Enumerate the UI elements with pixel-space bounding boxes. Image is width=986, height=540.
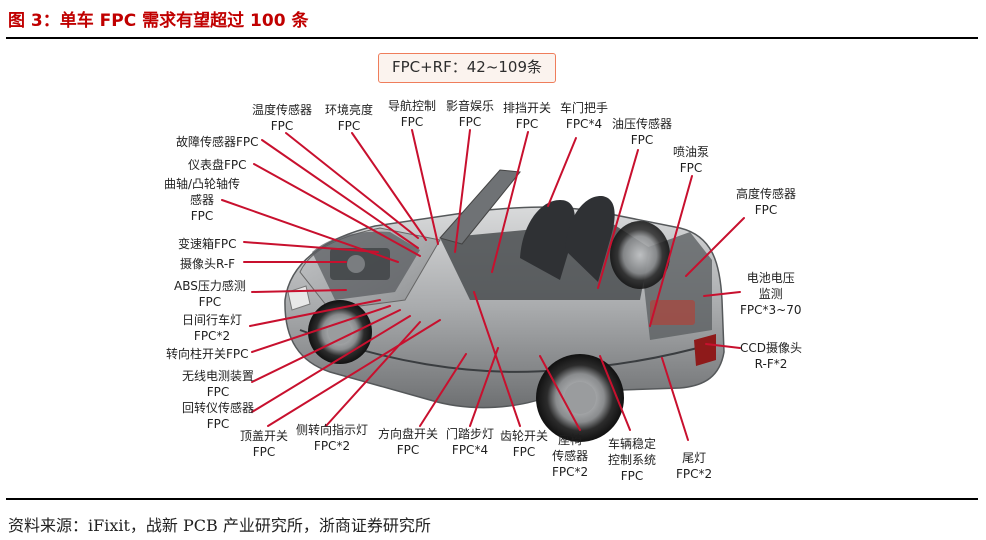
label-steering-switch: 转向柱开关FPC bbox=[166, 347, 249, 361]
bottom-rule bbox=[6, 498, 978, 500]
top-rule bbox=[6, 37, 978, 39]
leader-lines bbox=[221, 129, 745, 441]
label-dashboard: 仪表盘FPC bbox=[188, 158, 247, 172]
spare-wheel bbox=[610, 221, 670, 289]
fpc-rf-total-badge: FPC+RF：42~109条 bbox=[378, 53, 556, 83]
label-gearbox: 变速箱FPC bbox=[178, 237, 237, 251]
car-body bbox=[284, 169, 725, 409]
source-note: 资料来源：iFixit，战新 PCB 产业研究所，浙商证券研究所 bbox=[8, 516, 431, 535]
label-fault-sensor: 故障传感器FPC bbox=[176, 135, 259, 149]
figure-title: 图 3：单车 FPC 需求有望超过 100 条 bbox=[8, 11, 309, 31]
front-wheel bbox=[308, 300, 372, 364]
rear-wheel bbox=[536, 354, 624, 442]
label-camera: 摄像头R-F bbox=[180, 257, 236, 271]
